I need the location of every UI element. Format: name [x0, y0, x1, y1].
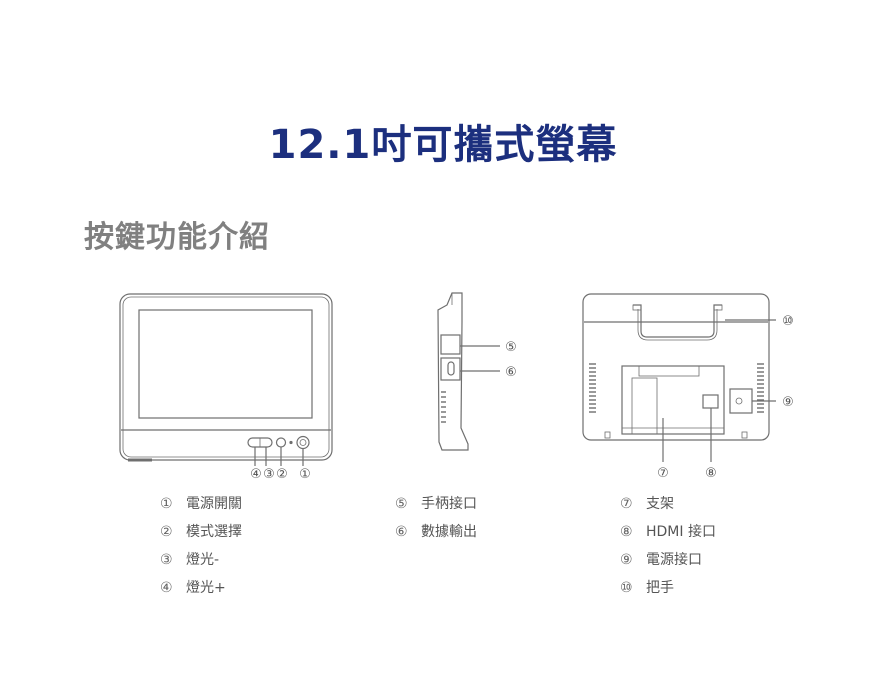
data-port-frame [440, 357, 461, 381]
mode-button [275, 437, 287, 448]
callout-2: ② [276, 467, 288, 482]
monitor-side-body [437, 292, 469, 451]
handle-port [440, 334, 461, 355]
side-view-diagram [437, 292, 500, 451]
back-view-diagram [582, 293, 776, 462]
callout-1: ① [299, 467, 311, 482]
callout-8: ⑧ [705, 466, 717, 481]
hdmi-port [702, 394, 719, 409]
callout-5: ⑤ [505, 340, 517, 355]
callout-3: ③ [263, 467, 275, 482]
monitor-front-body [119, 293, 333, 461]
callout-7: ⑦ [657, 466, 669, 481]
handle [633, 304, 722, 338]
callout-9: ⑨ [782, 395, 794, 410]
power-button [296, 435, 310, 450]
monitor-screen [138, 309, 313, 419]
page-title: 12.1吋可攜式螢幕 [268, 122, 618, 168]
callout-6: ⑥ [505, 365, 517, 380]
power-port [729, 388, 753, 414]
monitor-front-bezel [122, 296, 330, 458]
callout-10: ⑩ [782, 314, 794, 329]
front-view-diagram [119, 293, 333, 466]
section-title: 按鍵功能介紹 [84, 220, 270, 255]
callout-4: ④ [250, 467, 262, 482]
data-port [447, 361, 455, 376]
monitor-back-body [582, 293, 770, 441]
